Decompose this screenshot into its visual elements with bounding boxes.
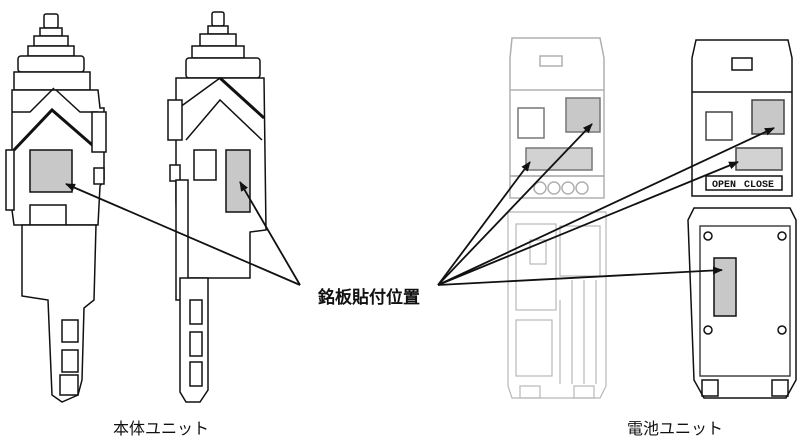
arrow-to-main-side xyxy=(239,181,301,286)
arrow-to-battery-case xyxy=(437,266,723,286)
battery-cover-nameplate-upper xyxy=(751,99,785,135)
arrow-to-battery-cover-upper xyxy=(437,127,775,286)
battery-unit-cover-view xyxy=(691,39,793,197)
battery-back-nameplate-upper xyxy=(565,97,601,133)
main-unit-side-view xyxy=(167,11,267,403)
arrow-to-main-front xyxy=(65,183,301,286)
arrow-to-battery-back-upper xyxy=(437,123,593,286)
callout-arrows xyxy=(65,123,775,286)
side-view-nameplate xyxy=(225,149,251,213)
main-unit-caption: 本体ユニット xyxy=(113,419,210,438)
battery-unit-inside-view xyxy=(507,211,607,399)
battery-unit-caption: 電池ユニット xyxy=(627,419,724,438)
battery-unit-back-view xyxy=(509,37,605,199)
battery-cover-nameplate-lower xyxy=(735,147,783,171)
main-unit-front-view xyxy=(5,13,107,403)
arrow-to-battery-cover-lower xyxy=(437,161,739,286)
nameplate-position-label: 銘板貼付位置 xyxy=(318,288,420,308)
battery-case-nameplate xyxy=(713,257,737,317)
arrow-to-battery-back-lower xyxy=(437,161,531,286)
battery-unit-case-view xyxy=(687,207,797,399)
battery-open-label: OPEN xyxy=(712,180,736,191)
main-unit-nameplate xyxy=(29,149,73,193)
battery-close-label: CLOSE xyxy=(744,180,774,191)
